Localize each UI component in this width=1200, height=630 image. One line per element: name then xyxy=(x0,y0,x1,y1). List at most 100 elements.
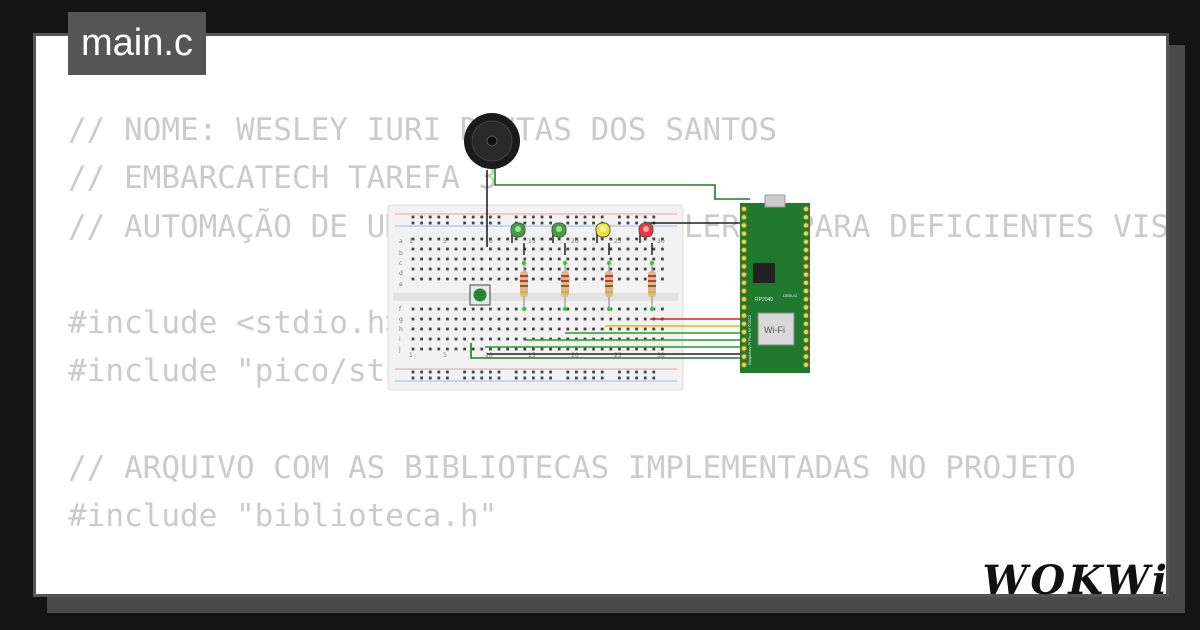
breadboard-hole xyxy=(454,327,458,331)
led-icon[interactable] xyxy=(638,222,654,255)
breadboard-hole xyxy=(471,337,475,341)
breadboard-hole xyxy=(643,337,647,341)
breadboard-hole xyxy=(618,237,621,241)
breadboard-hole xyxy=(489,247,492,251)
breadboard-hole xyxy=(454,347,458,351)
breadboard-hole xyxy=(497,277,501,281)
breadboard-hole xyxy=(471,215,475,219)
breadboard-hole xyxy=(600,247,604,251)
breadboard-hole xyxy=(471,327,475,331)
breadboard-hole xyxy=(471,370,475,374)
breadboard-hole xyxy=(497,370,501,374)
breadboard-hole xyxy=(661,267,664,271)
push-button[interactable] xyxy=(469,284,491,306)
breadboard-hole xyxy=(643,267,647,271)
breadboard-hole xyxy=(506,277,509,281)
breadboard-hole xyxy=(489,370,492,374)
breadboard-hole xyxy=(437,257,441,261)
breadboard-hole xyxy=(497,327,501,331)
breadboard-hole xyxy=(480,347,484,351)
breadboard-hole xyxy=(523,347,527,351)
breadboard-hole xyxy=(514,337,518,341)
breadboard-hole xyxy=(635,347,638,351)
svg-text:h: h xyxy=(399,326,403,333)
breadboard-hole xyxy=(489,337,492,341)
breadboard-hole xyxy=(583,237,587,241)
led-icon[interactable] xyxy=(551,222,567,255)
breadboard-hole xyxy=(600,370,604,374)
breadboard-hole xyxy=(600,277,604,281)
breadboard-hole xyxy=(532,267,535,271)
breadboard-hole xyxy=(635,307,638,311)
pico-pin xyxy=(740,205,748,213)
breadboard-hole xyxy=(506,337,509,341)
breadboard-hole xyxy=(661,277,664,281)
breadboard-hole xyxy=(540,267,544,271)
breadboard-hole xyxy=(566,215,570,219)
breadboard-hole xyxy=(514,277,518,281)
row-letters-top: a b c d e xyxy=(399,238,403,288)
breadboard-hole xyxy=(506,307,509,311)
pico-pin xyxy=(740,361,748,368)
breadboard-hole xyxy=(592,327,595,331)
svg-text:1: 1 xyxy=(409,352,413,359)
breadboard-hole xyxy=(652,237,656,241)
breadboard-hole xyxy=(583,327,587,331)
breadboard-hole xyxy=(626,221,630,225)
breadboard-hole xyxy=(652,370,656,374)
file-tab[interactable]: main.c xyxy=(68,12,206,75)
breadboard-hole xyxy=(428,257,432,261)
breadboard-hole xyxy=(420,277,423,281)
breadboard-hole xyxy=(471,317,475,321)
pico-pin xyxy=(740,304,748,311)
breadboard-hole xyxy=(549,221,552,225)
breadboard-hole xyxy=(428,370,432,374)
breadboard-hole xyxy=(532,215,535,219)
svg-text:10: 10 xyxy=(485,238,493,245)
breadboard-hole xyxy=(583,337,587,341)
breadboard-hole xyxy=(609,337,613,341)
breadboard-hole xyxy=(557,307,561,311)
breadboard-hole xyxy=(454,237,458,241)
led-icon[interactable] xyxy=(595,222,611,255)
breadboard-hole xyxy=(523,337,527,341)
pico-pin xyxy=(802,361,810,368)
breadboard-hole xyxy=(463,370,466,374)
breadboard-hole xyxy=(463,277,466,281)
breadboard-hole xyxy=(411,257,415,261)
breadboard-hole xyxy=(437,221,441,225)
breadboard-hole xyxy=(463,247,466,251)
breadboard-hole xyxy=(609,237,613,241)
svg-text:f: f xyxy=(399,306,402,313)
breadboard-hole xyxy=(566,317,570,321)
breadboard-hole xyxy=(532,221,535,225)
breadboard-hole xyxy=(661,347,664,351)
breadboard-hole xyxy=(661,257,664,261)
breadboard-hole xyxy=(411,327,415,331)
breadboard-hole xyxy=(618,257,621,261)
breadboard-hole xyxy=(463,257,466,261)
breadboard-hole xyxy=(454,317,458,321)
breadboard-hole xyxy=(532,257,535,261)
breadboard-hole xyxy=(566,267,570,271)
breadboard-hole xyxy=(471,247,475,251)
breadboard-hole xyxy=(497,247,501,251)
breadboard-hole xyxy=(600,215,604,219)
breadboard-hole xyxy=(463,376,466,380)
breadboard-hole xyxy=(489,277,492,281)
svg-text:b: b xyxy=(399,250,403,257)
breadboard-hole xyxy=(437,215,441,219)
breadboard-hole xyxy=(549,337,552,341)
pico-pin xyxy=(740,214,748,221)
breadboard-hole xyxy=(549,327,552,331)
svg-text:j: j xyxy=(398,346,401,353)
pico-pin xyxy=(740,337,748,344)
breadboard-hole xyxy=(549,237,552,241)
buzzer-icon[interactable] xyxy=(464,113,520,169)
pico-pin xyxy=(740,320,748,327)
breadboard-holes xyxy=(411,215,664,380)
led-group xyxy=(510,222,656,312)
led-icon[interactable] xyxy=(510,222,526,255)
breadboard-hole xyxy=(420,247,423,251)
wokwi-logo: WOKWi xyxy=(982,557,1170,604)
